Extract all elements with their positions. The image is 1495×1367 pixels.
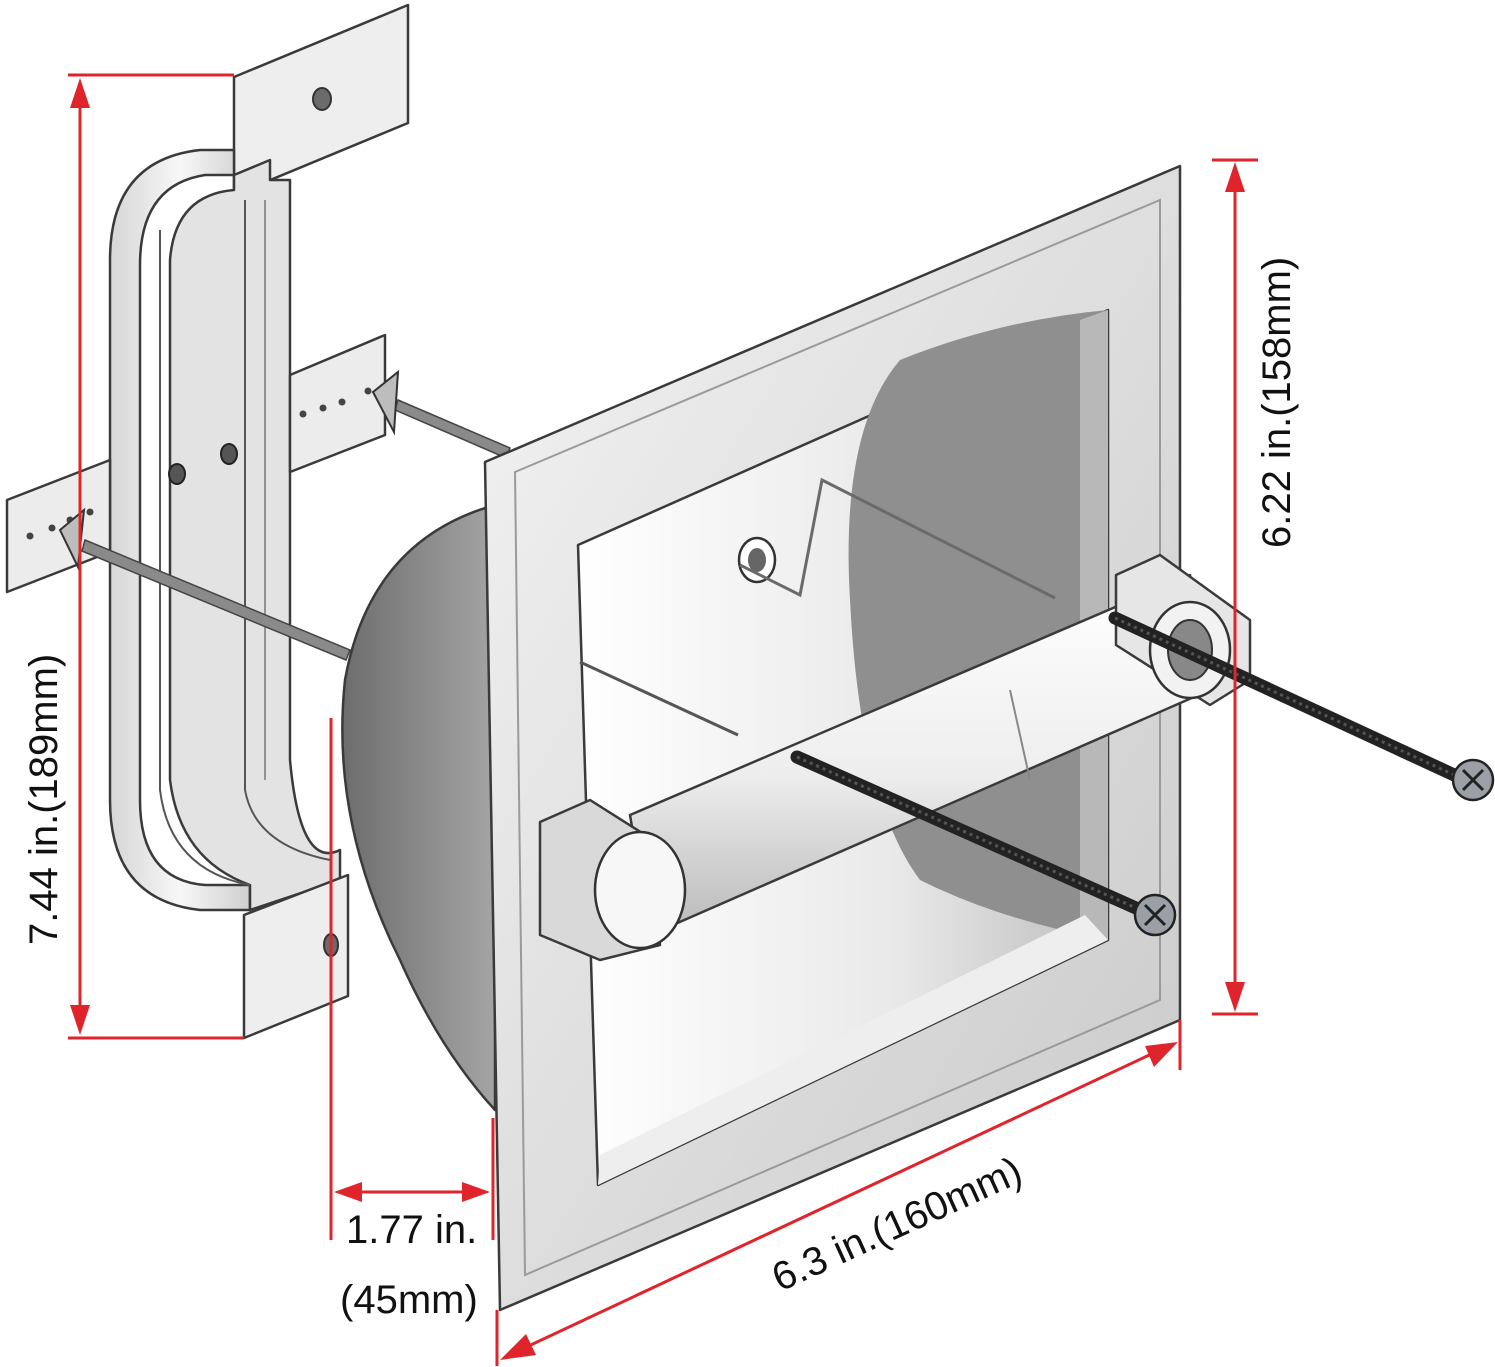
- height-overall-label: 7.44 in.(189mm): [22, 654, 66, 945]
- depth-in-label: 1.77 in.: [346, 1208, 477, 1252]
- mounting-bracket: [5, 3, 410, 1040]
- assembly-arrows: [58, 369, 511, 661]
- mounting-screws: [790, 611, 1495, 937]
- dimension-height-overall: 7.44 in.(189mm): [22, 73, 244, 1040]
- dimension-depth: 1.77 in. (45mm): [329, 718, 495, 1322]
- dimension-height-flange: 6.22 in.(158mm): [1212, 158, 1299, 1016]
- height-flange-label: 6.22 in.(158mm): [1255, 257, 1299, 548]
- depth-mm-label: (45mm): [340, 1278, 478, 1322]
